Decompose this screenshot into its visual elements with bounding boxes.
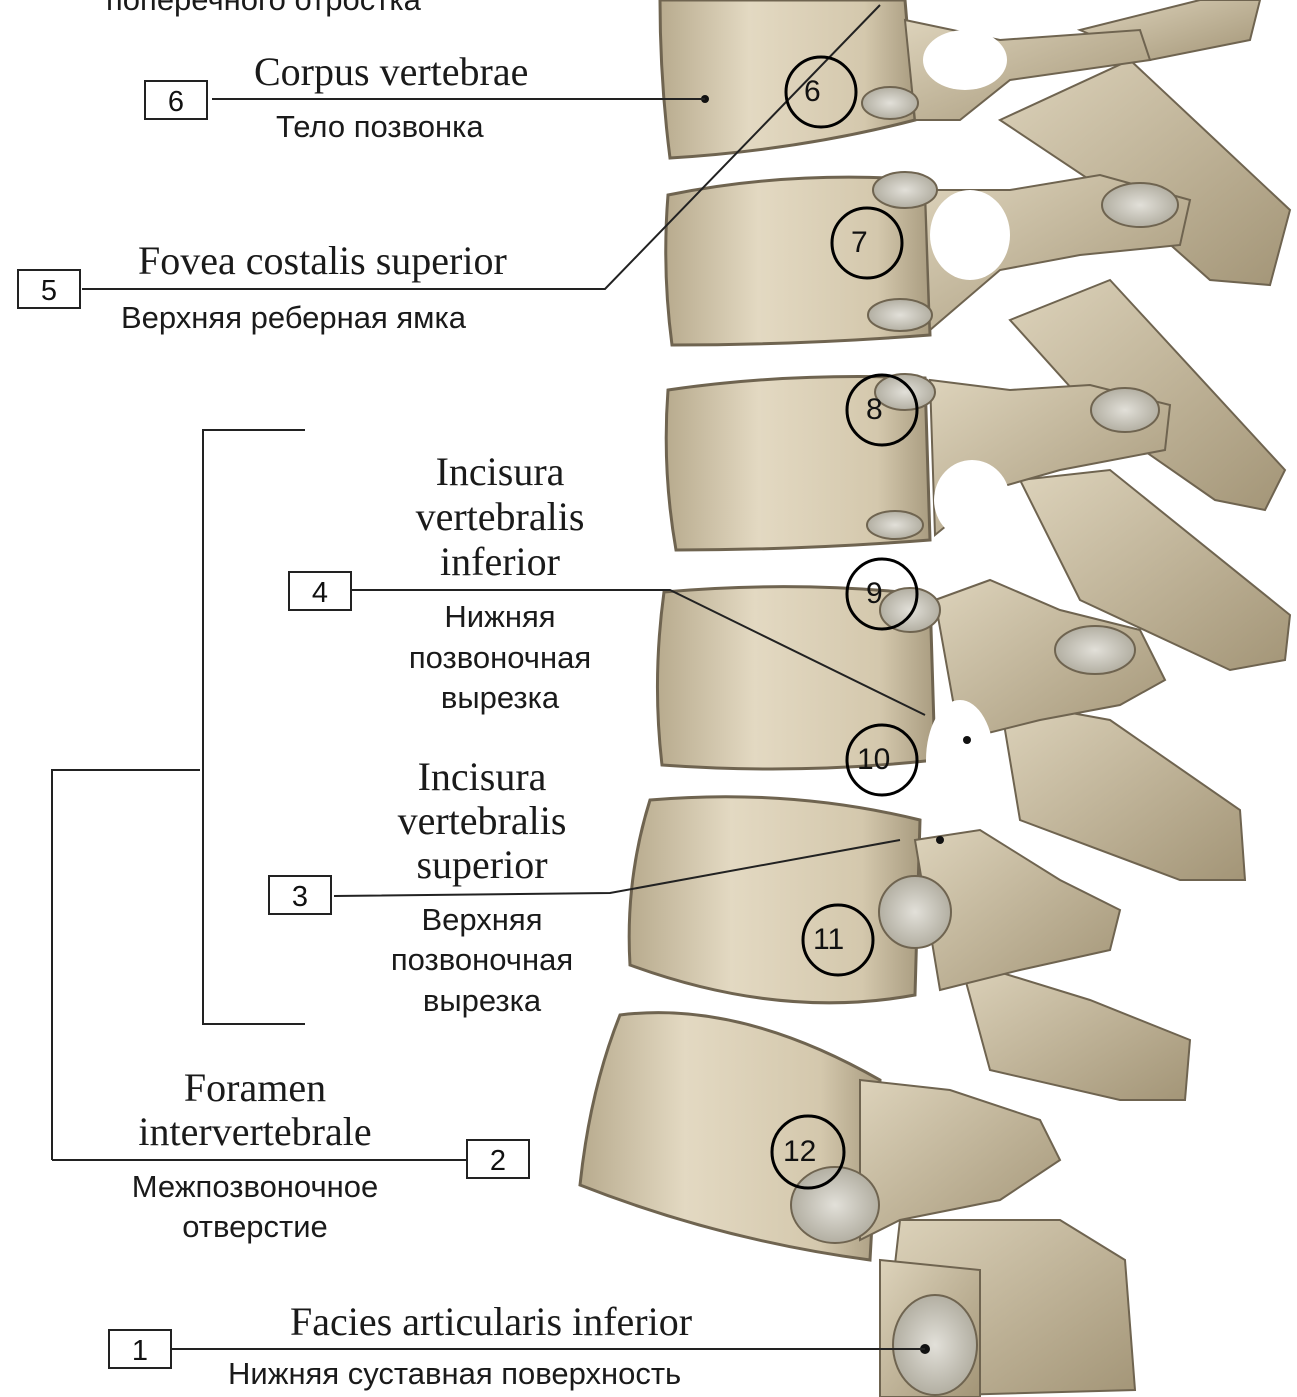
label-box-4: 4 bbox=[288, 571, 352, 611]
label-2-russian-1: Межпозвоночное bbox=[80, 1171, 430, 1202]
label-4-latin-3: inferior bbox=[380, 542, 620, 582]
marker-9-number: 9 bbox=[866, 579, 883, 609]
label-4-russian-2: позвоночная bbox=[380, 642, 620, 673]
label-3-latin-2: vertebralis bbox=[362, 801, 602, 841]
label-3-latin-1: Incisura bbox=[362, 757, 602, 797]
label-1-russian: Нижняя суставная поверхность bbox=[228, 1358, 681, 1389]
label-2-latin-2: intervertebrale bbox=[110, 1112, 400, 1152]
label-6-latin: Corpus vertebrae bbox=[254, 52, 528, 92]
label-5-russian: Верхняя реберная ямка bbox=[121, 302, 466, 333]
marker-10-number: 10 bbox=[857, 745, 890, 775]
label-2-latin-1: Foramen bbox=[110, 1068, 400, 1108]
marker-8-number: 8 bbox=[866, 395, 883, 425]
marker-12-number: 12 bbox=[783, 1137, 816, 1167]
label-6-russian: Тело позвонка bbox=[276, 111, 484, 142]
label-4-russian-1: Нижняя bbox=[380, 601, 620, 632]
top-cut-text: поперечного отростка bbox=[106, 0, 421, 15]
label-3-russian-3: вырезка bbox=[362, 985, 602, 1016]
label-3-latin-3: superior bbox=[362, 845, 602, 885]
label-1-latin: Facies articularis inferior bbox=[290, 1302, 692, 1342]
label-box-6: 6 bbox=[144, 80, 208, 120]
label-4-latin-1: Incisura bbox=[380, 452, 620, 492]
label-5-latin: Fovea costalis superior bbox=[138, 241, 507, 281]
label-box-5: 5 bbox=[17, 269, 81, 309]
label-box-3: 3 bbox=[268, 875, 332, 915]
label-box-2: 2 bbox=[466, 1139, 530, 1179]
label-2-russian-2: отверстие bbox=[80, 1211, 430, 1242]
label-box-1: 1 bbox=[108, 1329, 172, 1369]
marker-6-number: 6 bbox=[804, 77, 821, 107]
marker-11-number: 11 bbox=[813, 925, 844, 955]
label-3-russian-2: позвоночная bbox=[362, 944, 602, 975]
label-4-russian-3: вырезка bbox=[380, 682, 620, 713]
label-3-russian-1: Верхняя bbox=[362, 904, 602, 935]
label-4-latin-2: vertebralis bbox=[380, 497, 620, 537]
marker-7-number: 7 bbox=[851, 228, 868, 258]
